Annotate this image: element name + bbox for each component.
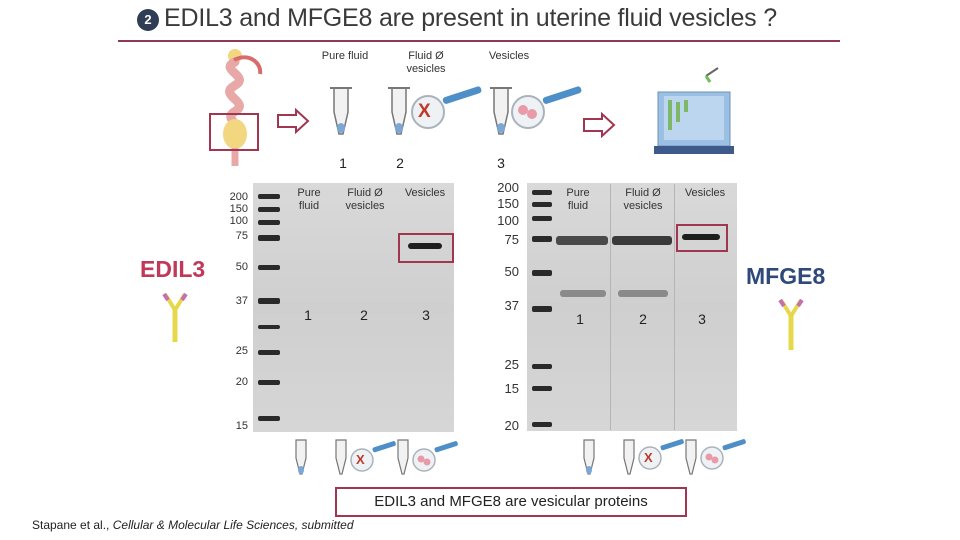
- edil3-ladder: [255, 190, 281, 428]
- mfge8-band: [618, 290, 668, 297]
- mw-marker: 200: [497, 180, 519, 195]
- lane-header: Fluid Ø vesicles: [623, 187, 663, 212]
- lane-divider: [610, 184, 611, 430]
- mw-marker: 25: [504, 357, 519, 372]
- citation: Stapane et al., Cellular & Molecular Lif…: [32, 518, 354, 532]
- step-badge: 2: [137, 9, 159, 31]
- lane-header: Fluid Ø vesicles: [345, 187, 385, 212]
- lane-header: Vesicles: [404, 187, 446, 199]
- lane-number: 2: [639, 311, 647, 327]
- magnifier-vesicles-icon: [511, 86, 582, 129]
- mfge8-band: [560, 290, 606, 297]
- lane-header: Pure fluid: [297, 187, 321, 212]
- reproductive-tract-illustration: [209, 49, 263, 166]
- edil3-label: EDIL3: [140, 256, 206, 282]
- mfge8-band: [556, 236, 608, 245]
- workflow-number: 2: [396, 155, 404, 171]
- workflow-number: 1: [339, 155, 347, 171]
- title-underline: [118, 40, 840, 42]
- lane-number: 3: [422, 307, 430, 323]
- mw-marker: 100: [497, 213, 519, 228]
- lane-number: 1: [304, 307, 312, 323]
- magnifier-no-vesicles-icon: [335, 439, 396, 475]
- mw-marker: 15: [504, 381, 519, 396]
- antibody-icon: [162, 292, 188, 342]
- cross-mark: X: [644, 450, 653, 465]
- mw-marker: 20: [235, 376, 248, 388]
- workflow-header-vesicles: Vesicles: [488, 50, 530, 62]
- tube-icon: [330, 87, 352, 135]
- band-highlight-box: [676, 224, 728, 252]
- citation-authors: Stapane et al.,: [32, 518, 113, 532]
- mw-marker: 75: [504, 232, 519, 247]
- mw-marker: 150: [497, 196, 519, 211]
- gel-electrophoresis-icon: [654, 67, 734, 154]
- mw-marker: 37: [504, 298, 519, 313]
- mw-marker: 75: [235, 230, 248, 242]
- tube-icon: [583, 439, 595, 475]
- mw-marker: 20: [504, 418, 519, 433]
- antibody-icon: [778, 298, 804, 350]
- workflow-header-pure-fluid: Pure fluid: [321, 50, 369, 62]
- cross-mark: X: [356, 452, 365, 467]
- tube-icon: [490, 87, 512, 135]
- tube-icon: [388, 87, 410, 135]
- mw-marker: 50: [504, 264, 519, 279]
- mw-marker: 37: [235, 295, 248, 307]
- cross-mark: X: [418, 101, 431, 122]
- arrow-icon: [583, 112, 616, 138]
- magnifier-no-vesicles-icon: [623, 439, 684, 475]
- mw-marker: 50: [235, 261, 248, 273]
- conclusion-box: EDIL3 and MFGE8 are vesicular proteins: [335, 487, 687, 517]
- magnifier-vesicles-icon: [397, 439, 458, 475]
- mfge8-label: MFGE8: [746, 263, 826, 289]
- magnifier-vesicles-icon: [685, 439, 746, 475]
- band-highlight-box: [398, 233, 454, 263]
- mw-marker: 150: [229, 203, 248, 215]
- edil3-vesicle-band: [408, 243, 442, 249]
- slide-title: EDIL3 and MFGE8 are present in uterine f…: [164, 4, 777, 32]
- mfge8-vesicle-band: [682, 234, 720, 240]
- mfge8-band: [612, 236, 672, 245]
- mfge8-ladder: [530, 186, 552, 430]
- mw-marker: 15: [235, 420, 248, 432]
- lane-number: 1: [576, 311, 584, 327]
- lane-number: 3: [698, 311, 706, 327]
- lane-divider: [674, 184, 675, 430]
- arrow-icon: [277, 108, 310, 134]
- tube-icon: [295, 439, 307, 475]
- mfge8-gel: [527, 183, 737, 431]
- citation-journal: Cellular & Molecular Life Sciences, subm…: [112, 518, 354, 532]
- magnifier-no-vesicles-icon: [411, 86, 482, 129]
- mw-marker: 200: [229, 191, 248, 203]
- workflow-number: 3: [497, 155, 505, 171]
- edil3-gel: [253, 183, 454, 432]
- lane-header: Pure fluid: [566, 187, 590, 212]
- workflow-header-fluid-no-vesicles: Fluid Ø vesicles: [406, 50, 446, 75]
- lane-header: Vesicles: [684, 187, 726, 199]
- mw-marker: 100: [229, 215, 248, 227]
- lane-number: 2: [360, 307, 368, 323]
- mw-marker: 25: [235, 345, 248, 357]
